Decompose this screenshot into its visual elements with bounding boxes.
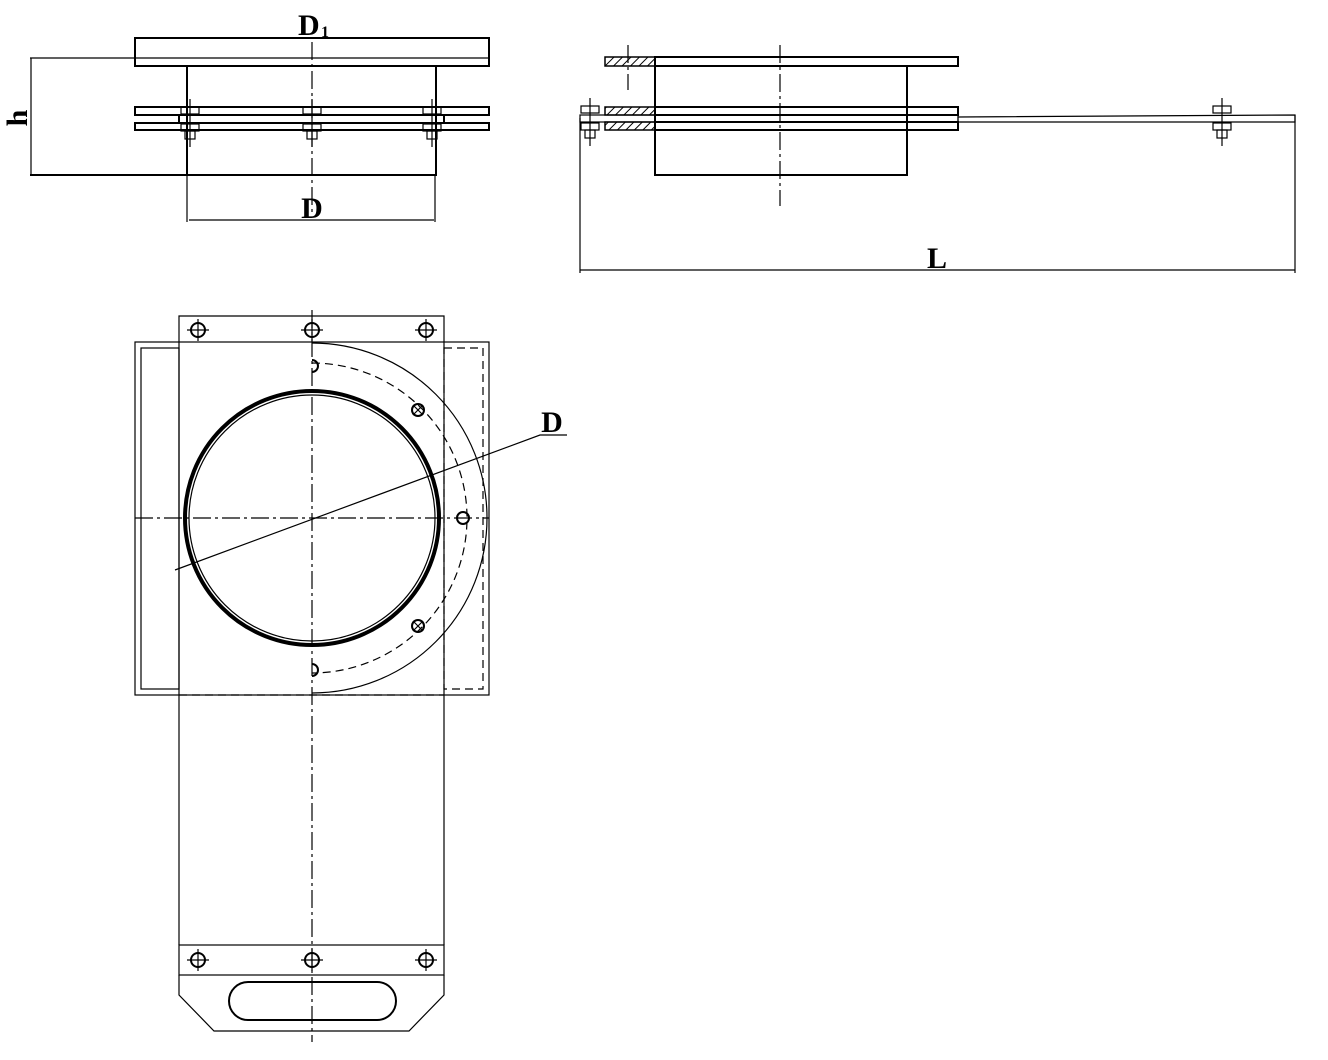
label-l: L	[927, 242, 947, 275]
blade-extension	[957, 114, 1296, 123]
label-h: h	[1, 109, 34, 126]
handle-plate	[178, 944, 445, 976]
gate-blade	[579, 114, 959, 123]
label-d1: D	[298, 9, 320, 42]
front-view: h D 1 D	[1, 9, 490, 225]
leader-d	[174, 434, 567, 571]
label-d-front: D	[301, 192, 323, 225]
side-view: L	[579, 45, 1296, 275]
pipe-body	[654, 65, 908, 176]
label-d1-subscript: 1	[321, 24, 329, 41]
label-d-plan: D	[541, 406, 563, 439]
plan-view: D	[134, 310, 567, 1042]
